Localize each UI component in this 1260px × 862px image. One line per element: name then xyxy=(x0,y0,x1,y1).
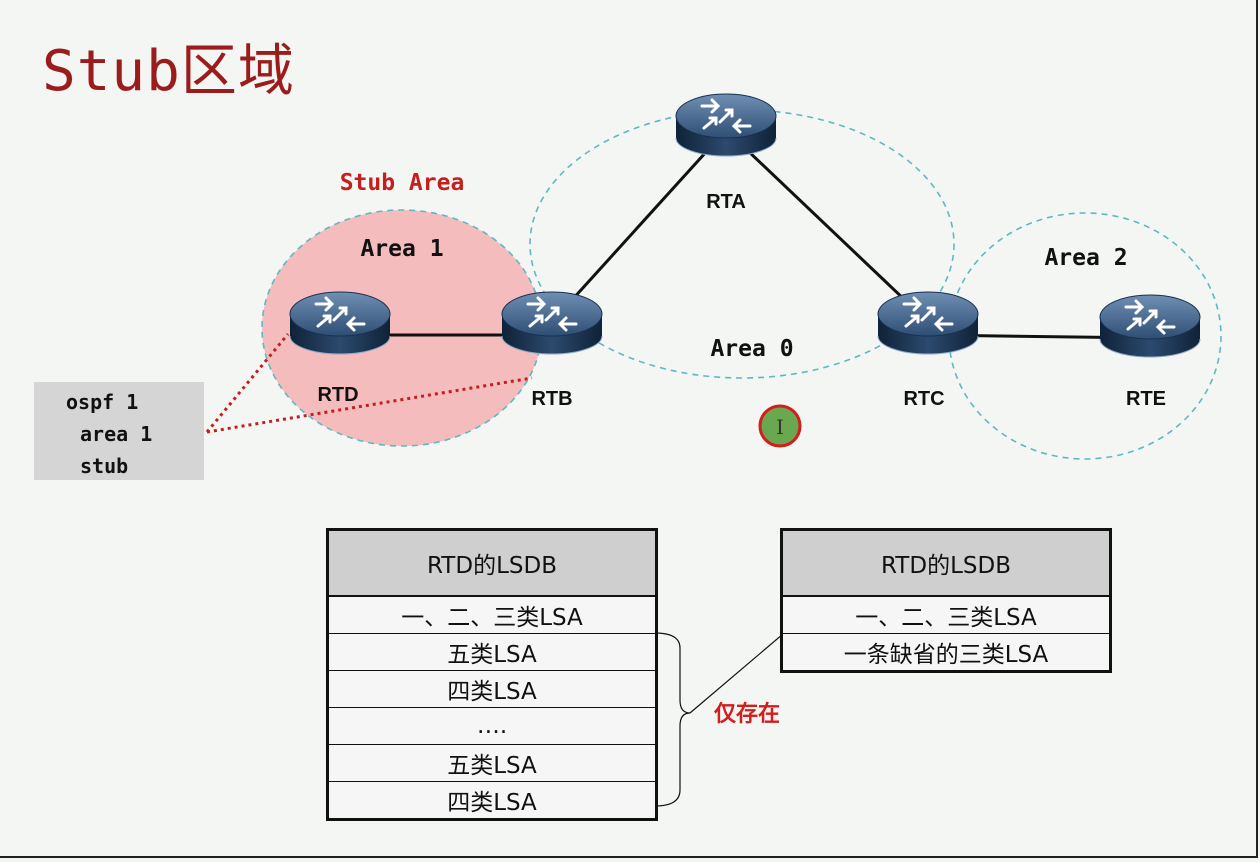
router-rte-icon xyxy=(1098,293,1202,359)
router-rtd-icon xyxy=(288,290,392,356)
lsdb-table-normal: RTD的LSDB 一、二、三类LSA 五类LSA 四类LSA …. 五类LSA … xyxy=(326,528,658,821)
ospf-config-box: ospf 1 area 1 stub xyxy=(34,382,204,480)
config-line-3: stub xyxy=(80,454,129,478)
exists-brace xyxy=(654,632,784,807)
cursor-marker: I xyxy=(758,404,802,448)
lsdb-row: …. xyxy=(329,707,655,744)
router-label-rtc: RTC xyxy=(903,388,944,410)
config-callout-lines xyxy=(205,333,533,434)
router-label-rte: RTE xyxy=(1126,388,1166,410)
lsdb-table-body: 一、二、三类LSA 一条缺省的三类LSA xyxy=(783,597,1109,670)
router-label-rtd: RTD xyxy=(317,384,358,406)
lsdb-table-header: RTD的LSDB xyxy=(329,531,655,597)
lsdb-row: 五类LSA xyxy=(329,633,655,670)
config-line-2: area 1 xyxy=(80,422,153,446)
area0-label: Area 0 xyxy=(710,336,793,362)
lsdb-row: 一、二、三类LSA xyxy=(401,605,583,631)
area2-label: Area 2 xyxy=(1044,245,1127,271)
lsdb-row: 一条缺省的三类LSA xyxy=(783,633,1109,670)
slide-title: Stub区域 xyxy=(42,39,295,104)
stub-area-label: Stub Area xyxy=(340,170,465,196)
lsdb-row: 四类LSA xyxy=(329,781,655,818)
router-rta-icon xyxy=(674,92,778,158)
lsdb-table-body: 一、二、三类LSA 五类LSA 四类LSA …. 五类LSA 四类LSA xyxy=(329,597,655,818)
area2-boundary xyxy=(948,212,1222,460)
lsdb-row: 一、二、三类LSA xyxy=(855,605,1037,631)
router-label-rta: RTA xyxy=(706,191,746,213)
exists-only-label: 仅存在 xyxy=(714,702,781,727)
link-rtb-rta xyxy=(550,128,728,324)
lsdb-table-stub: RTD的LSDB 一、二、三类LSA 一条缺省的三类LSA xyxy=(780,528,1112,673)
lsdb-row: 四类LSA xyxy=(329,670,655,707)
router-label-rtb: RTB xyxy=(531,388,572,410)
cursor-glyph: I xyxy=(776,415,784,439)
area1-label: Area 1 xyxy=(360,236,443,262)
router-rtc-icon xyxy=(876,290,980,356)
router-rtb-icon xyxy=(500,290,604,356)
link-rta-rtc xyxy=(724,128,930,324)
config-line-1: ospf 1 xyxy=(66,390,139,414)
lsdb-row: 五类LSA xyxy=(329,744,655,781)
lsdb-table-header: RTD的LSDB xyxy=(783,531,1109,597)
